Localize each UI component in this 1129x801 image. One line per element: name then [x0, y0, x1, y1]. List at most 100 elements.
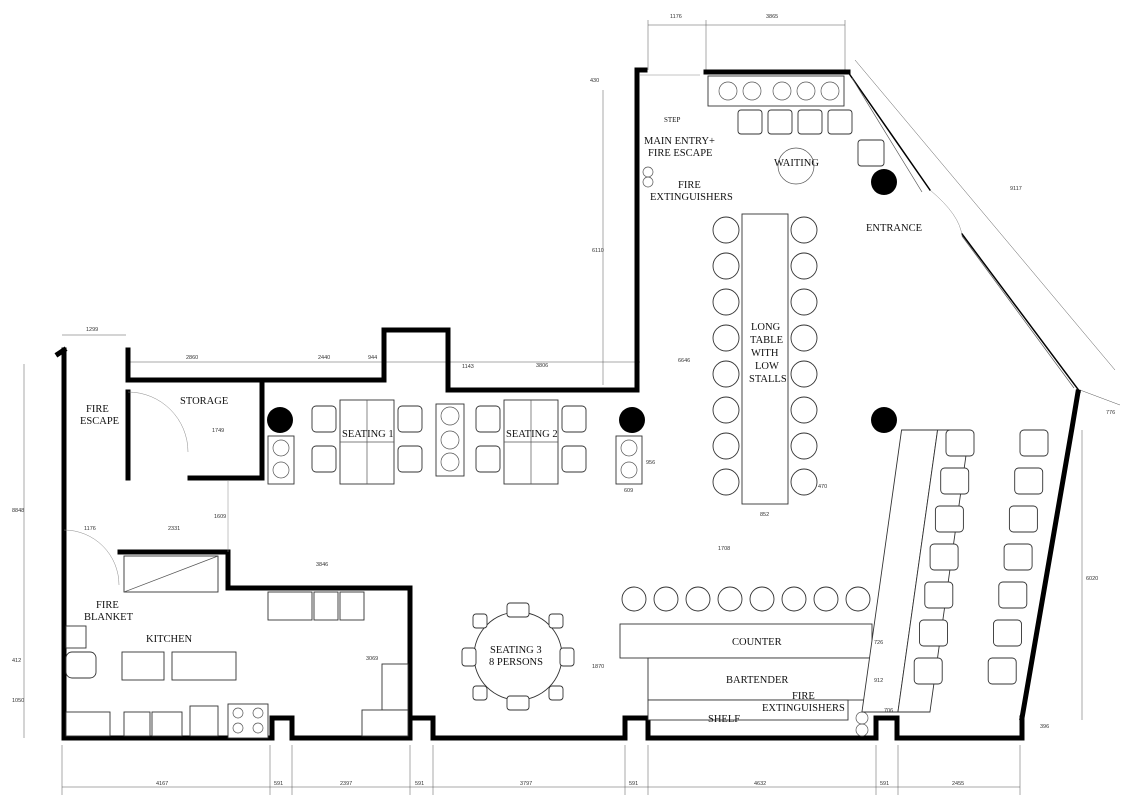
- stool: [790, 468, 818, 496]
- dim-430: 430: [590, 78, 599, 84]
- bar-stool: [621, 586, 647, 612]
- booth-chair-left: [940, 467, 970, 495]
- seating-3: [461, 602, 575, 711]
- stool: [790, 396, 818, 424]
- label-kitchen: KITCHEN: [146, 634, 192, 645]
- dim-b2455: 2455: [952, 781, 964, 787]
- dim-2331: 2331: [168, 526, 180, 532]
- booth-chair-right: [987, 657, 1017, 685]
- booth-chair-right: [993, 619, 1022, 647]
- dimension-labels: 1176 3865 1299 2860 2440 944 1143 3806 4…: [12, 14, 1115, 787]
- dim-b3797: 3797: [520, 781, 532, 787]
- column-3: [871, 169, 897, 195]
- dim-1050: 1050: [12, 698, 24, 704]
- dim-b4632: 4632: [754, 781, 766, 787]
- dim-609: 609: [624, 488, 633, 494]
- dim-2860: 2860: [186, 355, 198, 361]
- label-fire-blanket-2: BLANKET: [84, 612, 134, 623]
- dim-b4167: 4167: [156, 781, 168, 787]
- dim-b591a: 591: [274, 781, 283, 787]
- column-1: [267, 407, 293, 433]
- label-long-table-3: WITH: [751, 348, 779, 359]
- stool: [790, 252, 818, 280]
- dim-b2397: 2397: [340, 781, 352, 787]
- booth-chair-left: [929, 543, 959, 571]
- dim-470: 470: [818, 484, 827, 490]
- dim-b591c: 591: [629, 781, 638, 787]
- stool: [712, 216, 740, 244]
- label-entrance: ENTRANCE: [866, 223, 922, 234]
- dim-9117: 9117: [1010, 186, 1022, 192]
- dim-3806: 3806: [536, 363, 548, 369]
- stool: [790, 288, 818, 316]
- bar-stool: [717, 586, 743, 612]
- label-long-table-2: TABLE: [750, 335, 783, 346]
- booth-chair-left: [934, 505, 964, 533]
- booth-chair-left: [913, 657, 943, 685]
- room-labels: STORAGE FIRE ESCAPE KITCHEN FIRE BLANKET…: [80, 116, 922, 725]
- dim-b591b: 591: [415, 781, 424, 787]
- label-seating-3-2: 8 PERSONS: [489, 657, 543, 668]
- bar-stool: [813, 586, 839, 612]
- label-fire-escape-1: FIRE: [86, 404, 109, 415]
- long-table: [741, 213, 789, 505]
- label-storage: STORAGE: [180, 396, 228, 407]
- door-swings: [63, 74, 963, 586]
- bar-stool: [685, 586, 711, 612]
- stool: [712, 468, 740, 496]
- dim-8848: 8848: [12, 508, 24, 514]
- dim-956: 956: [646, 460, 655, 466]
- booth-chair-right: [1014, 467, 1044, 495]
- waiting-chairs: [737, 109, 885, 185]
- label-long-table-5: STALLS: [749, 374, 787, 385]
- dim-3069: 3069: [366, 656, 378, 662]
- bar-stool: [845, 586, 871, 612]
- stool: [790, 432, 818, 460]
- dim-1708: 1708: [718, 546, 730, 552]
- label-long-table-1: LONG: [751, 322, 781, 333]
- dim-6646: 6646: [678, 358, 690, 364]
- walls: [54, 67, 1082, 741]
- dim-852: 852: [760, 512, 769, 518]
- stool: [790, 360, 818, 388]
- seating-1: [311, 399, 423, 485]
- label-shelf: SHELF: [708, 714, 740, 725]
- long-table-stools: [712, 216, 818, 496]
- dim-776: 776: [1106, 410, 1115, 416]
- stool: [712, 432, 740, 460]
- dim-6110: 6110: [592, 248, 604, 254]
- booth-chair-right: [1008, 505, 1038, 533]
- dim-2440: 2440: [318, 355, 330, 361]
- bar-area: [619, 166, 873, 737]
- label-long-table-4: LOW: [755, 361, 779, 372]
- stool: [790, 324, 818, 352]
- label-bartender: BARTENDER: [726, 675, 788, 686]
- label-extinguishers-top-2: EXTINGUISHERS: [650, 192, 733, 203]
- column-4: [871, 407, 897, 433]
- label-fire-escape-2: ESCAPE: [80, 416, 119, 427]
- booth-chair-left: [945, 429, 975, 457]
- dim-944: 944: [368, 355, 377, 361]
- dim-b591d: 591: [880, 781, 889, 787]
- label-main-entry-1: MAIN ENTRY+: [644, 136, 715, 147]
- label-main-entry-2: FIRE ESCAPE: [648, 148, 712, 159]
- booth-chair-right: [1019, 429, 1049, 457]
- stool: [712, 360, 740, 388]
- kitchen-fixtures: [65, 555, 409, 739]
- stool: [712, 396, 740, 424]
- dim-1870: 1870: [592, 664, 604, 670]
- booth-chair-left: [919, 619, 948, 647]
- stool: [712, 252, 740, 280]
- column-2: [619, 407, 645, 433]
- dim-1609: 1609: [214, 514, 226, 520]
- bar-stool: [749, 586, 775, 612]
- stool: [712, 288, 740, 316]
- dim-706: 706: [884, 708, 893, 714]
- booth-chair-left: [924, 581, 954, 609]
- seating-2: [475, 399, 587, 485]
- label-seating-3-1: SEATING 3: [490, 645, 542, 656]
- dim-top-1176: 1176: [670, 14, 682, 20]
- label-seating-1: SEATING 1: [342, 429, 394, 440]
- label-seating-2: SEATING 2: [506, 429, 558, 440]
